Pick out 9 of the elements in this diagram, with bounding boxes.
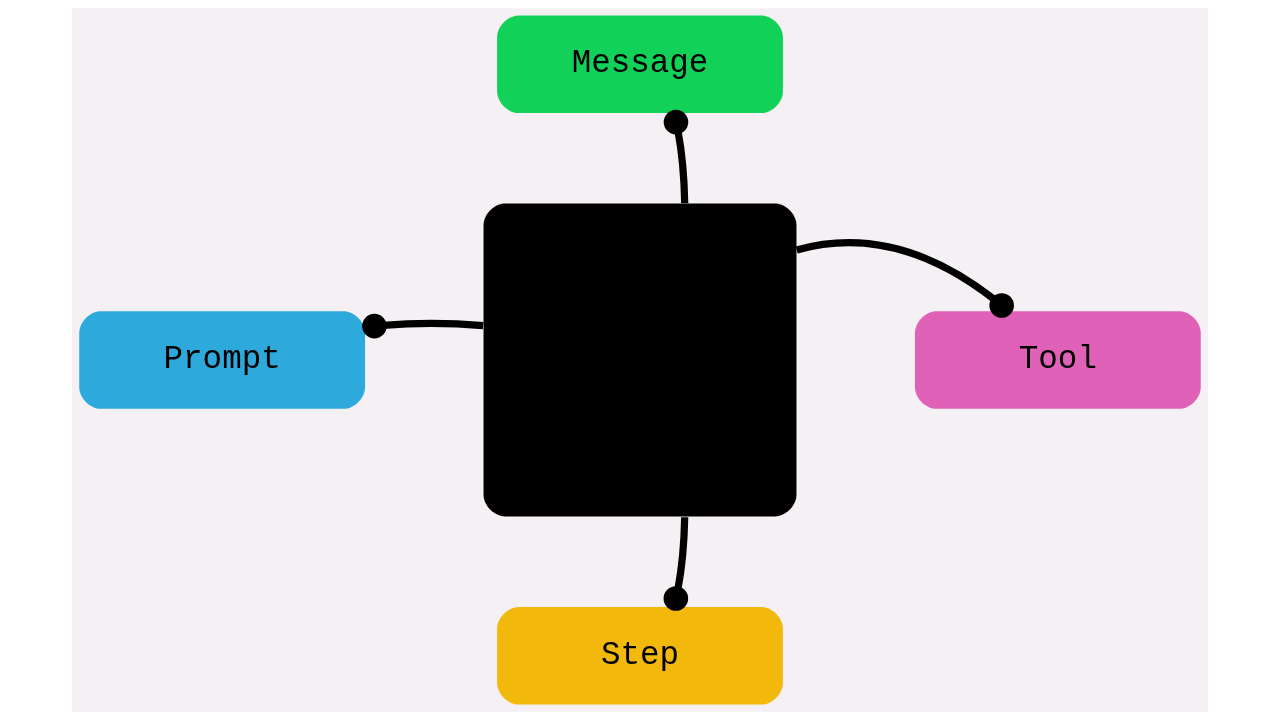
connector — [362, 313, 484, 339]
connector — [663, 517, 689, 611]
node-box: Tool — [914, 311, 1201, 409]
node-box: Step — [497, 606, 783, 705]
connector — [795, 239, 1014, 318]
node-box: Prompt — [79, 311, 366, 409]
node-box: Message — [497, 15, 783, 114]
node-box — [483, 203, 797, 517]
connector — [663, 109, 689, 204]
